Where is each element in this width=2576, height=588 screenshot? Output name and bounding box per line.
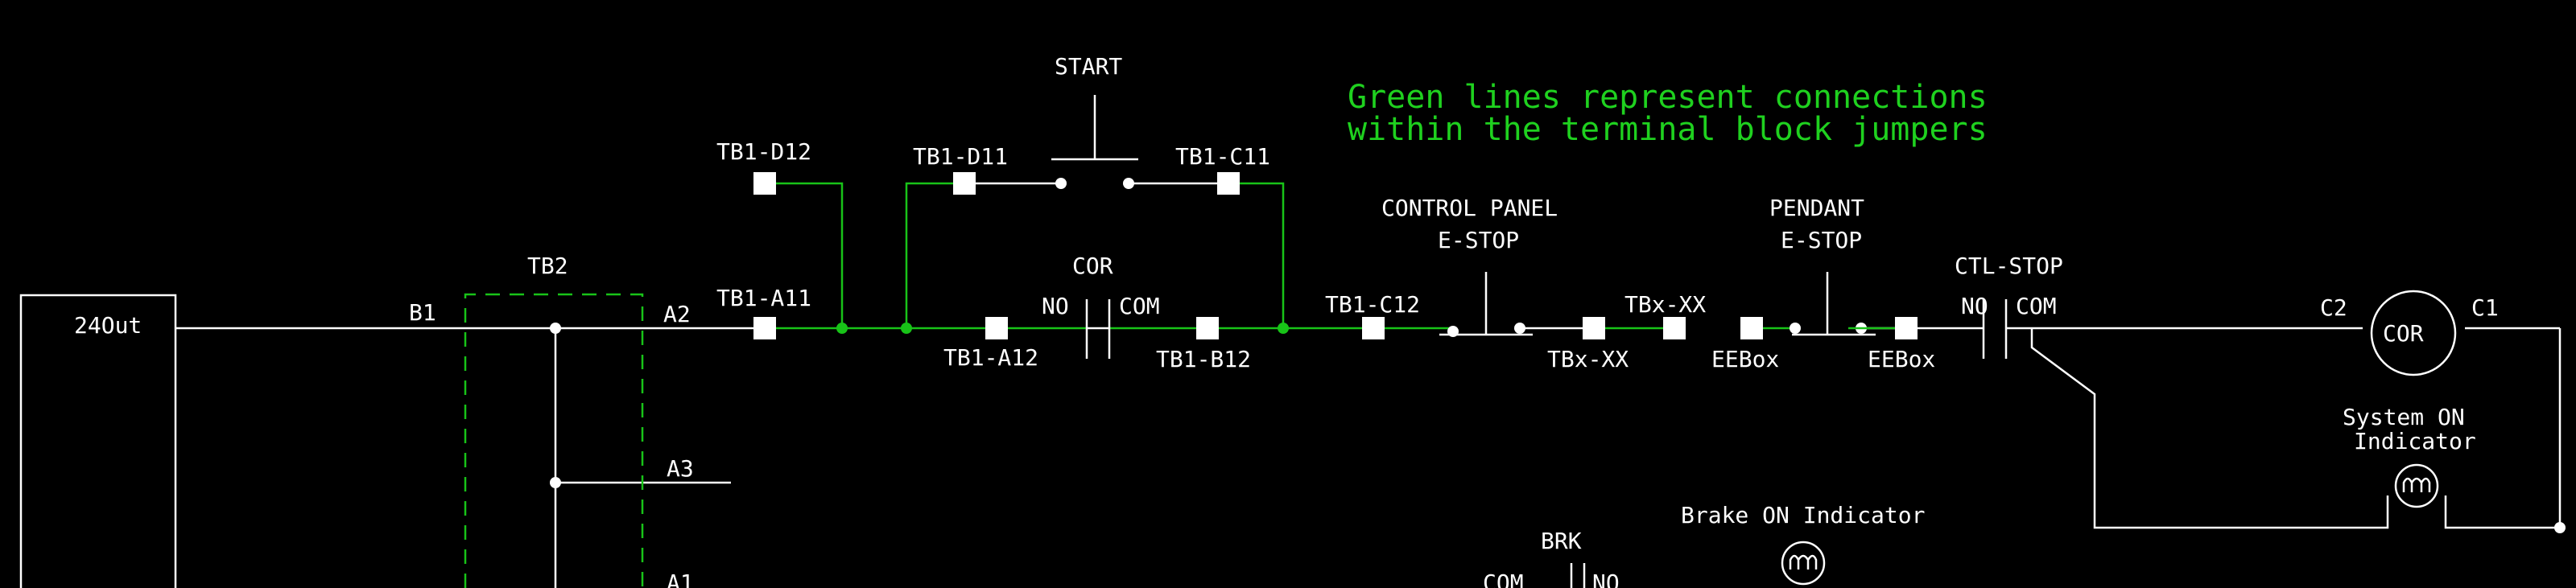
brk-label: BRK xyxy=(1541,528,1582,554)
tb1-c12-label: TB1-C12 xyxy=(1325,291,1420,318)
terminal-tb1-d11 xyxy=(953,172,976,195)
coil-cor-label: COR xyxy=(2383,320,2424,347)
brk-no-label: NO xyxy=(1592,569,1620,588)
brk-com-label: COM xyxy=(1483,569,1524,588)
supply-label: 24Out xyxy=(74,312,142,339)
ctl-com-label: COM xyxy=(2016,293,2057,319)
terminal-tb1-c11 xyxy=(1217,172,1240,195)
terminal-eebox-2 xyxy=(1895,317,1918,339)
ctl-stop-label: CTL-STOP xyxy=(1955,253,2063,279)
pendant-estop: PENDANT E-STOP xyxy=(1769,195,1984,336)
estop1-label: E-STOP xyxy=(1438,227,1519,253)
wire-indicator-branch xyxy=(2030,328,2389,529)
c2-label: C2 xyxy=(2320,294,2347,321)
terminal-tb1-c12 xyxy=(1362,317,1385,339)
tb1-d12-label: TB1-D12 xyxy=(716,138,811,165)
system-on-label-2: Indicator xyxy=(2354,428,2476,454)
system-on-indicator: System ON Indicator xyxy=(2343,404,2476,508)
a1-label: A1 xyxy=(667,569,694,588)
tb1-a11-label: TB1-A11 xyxy=(716,285,811,311)
a3-label: A3 xyxy=(667,455,694,482)
terminal-tb1-a11 xyxy=(753,317,776,339)
jumper-node-3 xyxy=(1278,323,1289,334)
note-line-2: within the terminal block jumpers xyxy=(1348,111,1988,148)
brk-contact: BRK COM NO xyxy=(1483,528,1620,588)
jumper-node-1 xyxy=(836,323,848,334)
tb1-d11-label: TB1-D11 xyxy=(913,143,1008,170)
tb1-b12-label: TB1-B12 xyxy=(1156,346,1251,372)
ctl-stop-contact: CTL-STOP NO COM xyxy=(1955,253,2063,359)
cor-no-label: NO xyxy=(1042,293,1069,319)
tb2-block: TB2 B1 A2 A3 A1 xyxy=(409,253,694,588)
terminal-tb1-d12 xyxy=(753,172,776,195)
terminal-labels: TB1-D12 TB1-A11 TB1-D11 TB1-C11 TB1-A12 … xyxy=(716,138,1935,372)
c1-label: C1 xyxy=(2471,294,2499,321)
cor-contact: COR NO COM xyxy=(1042,253,1160,359)
b1-label: B1 xyxy=(409,299,436,326)
brake-on-indicator: Brake ON Indicator xyxy=(1681,502,1925,586)
a2-label: A2 xyxy=(663,301,691,327)
terminal-tbx-xx-1 xyxy=(1583,317,1605,339)
cor-coil: COR C2 C1 xyxy=(2320,290,2499,376)
tb2-node-a2 xyxy=(550,323,561,334)
start-pushbutton: START xyxy=(964,53,1228,189)
right-rail-node xyxy=(2554,522,2566,533)
control-panel-label: CONTROL PANEL xyxy=(1381,195,1558,221)
tb1-a12-label: TB1-A12 xyxy=(943,344,1038,371)
system-on-label-1: System ON xyxy=(2343,404,2465,430)
tb1-c11-label: TB1-C11 xyxy=(1175,143,1270,170)
note-line-1: Green lines represent connections xyxy=(1348,79,1988,116)
terminal-blocks xyxy=(753,172,1918,339)
eebox2-label: EEBox xyxy=(1868,346,1935,372)
terminal-tbx-xx-2 xyxy=(1663,317,1686,339)
jumper-wires xyxy=(765,182,1795,334)
rung-wires xyxy=(175,327,2562,588)
tb2-node-a3 xyxy=(550,477,561,488)
eebox1-label: EEBox xyxy=(1711,346,1779,372)
brake-on-label: Brake ON Indicator xyxy=(1681,502,1925,528)
wire-indicator-return xyxy=(2444,495,2560,529)
jumper-node-2 xyxy=(901,323,912,334)
terminal-tb1-b12 xyxy=(1196,317,1219,339)
tb2-label: TB2 xyxy=(527,253,568,279)
cor-com-label: COM xyxy=(1119,293,1160,319)
power-supply-box: 24Out xyxy=(19,294,177,588)
pendant-label: PENDANT xyxy=(1769,195,1864,221)
tbx-xx-top-label: TBx-XX xyxy=(1624,291,1706,318)
jumper-note: Green lines represent connections within… xyxy=(1348,79,1988,148)
tbx-xx-bottom-label: TBx-XX xyxy=(1547,346,1629,372)
control-panel-estop: CONTROL PANEL E-STOP xyxy=(1381,195,1594,337)
terminal-tb1-a12 xyxy=(985,317,1008,339)
estop2-label: E-STOP xyxy=(1781,227,1862,253)
start-label: START xyxy=(1055,53,1122,80)
terminal-eebox-1 xyxy=(1740,317,1763,339)
cor-contact-label: COR xyxy=(1072,253,1113,279)
ctl-no-label: NO xyxy=(1961,293,1988,319)
